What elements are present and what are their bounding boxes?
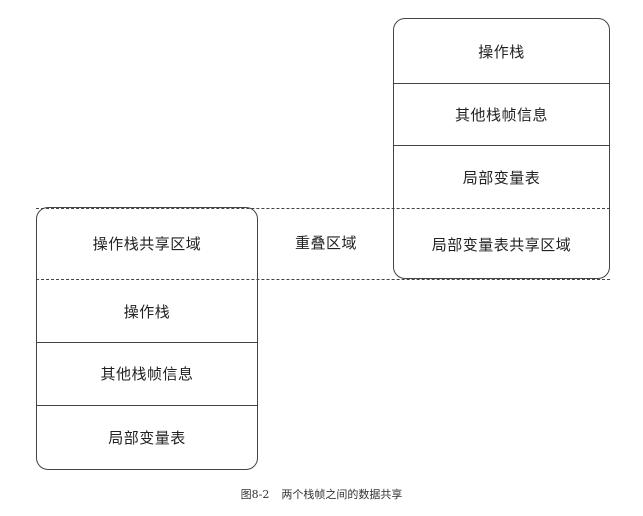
upper-frame-operand-stack: 操作栈: [478, 42, 525, 61]
lower-frame-shared-operand-stack: 操作栈共享区域: [92, 235, 202, 253]
figure-caption-text: 两个栈帧之间的数据共享: [281, 488, 403, 501]
overlap-region-label: 重叠区域: [294, 234, 357, 252]
overlap-bottom-boundary: [36, 279, 610, 280]
upper-stack-frame: 操作栈 其他栈帧信息 局部变量表 局部变量表共享区域: [393, 18, 610, 279]
lower-frame-divider-2: [37, 405, 257, 406]
upper-frame-divider-1: [394, 83, 609, 84]
figure-number: 图8-2: [240, 488, 270, 501]
upper-frame-shared-local-vars: 局部变量表共享区域: [431, 235, 572, 254]
lower-frame-other-info: 其他栈帧信息: [100, 365, 194, 383]
figure-caption: 图8-2 两个栈帧之间的数据共享: [0, 486, 643, 502]
upper-frame-divider-2: [394, 145, 609, 146]
lower-frame-operand-stack: 操作栈: [123, 302, 171, 321]
lower-stack-frame: 操作栈共享区域 操作栈 其他栈帧信息 局部变量表: [36, 207, 258, 470]
upper-frame-local-vars: 局部变量表: [462, 168, 541, 187]
upper-frame-other-info: 其他栈帧信息: [454, 105, 548, 124]
overlap-top-boundary: [36, 208, 610, 209]
lower-frame-divider-1: [37, 342, 257, 343]
lower-frame-local-vars: 局部变量表: [108, 429, 186, 447]
